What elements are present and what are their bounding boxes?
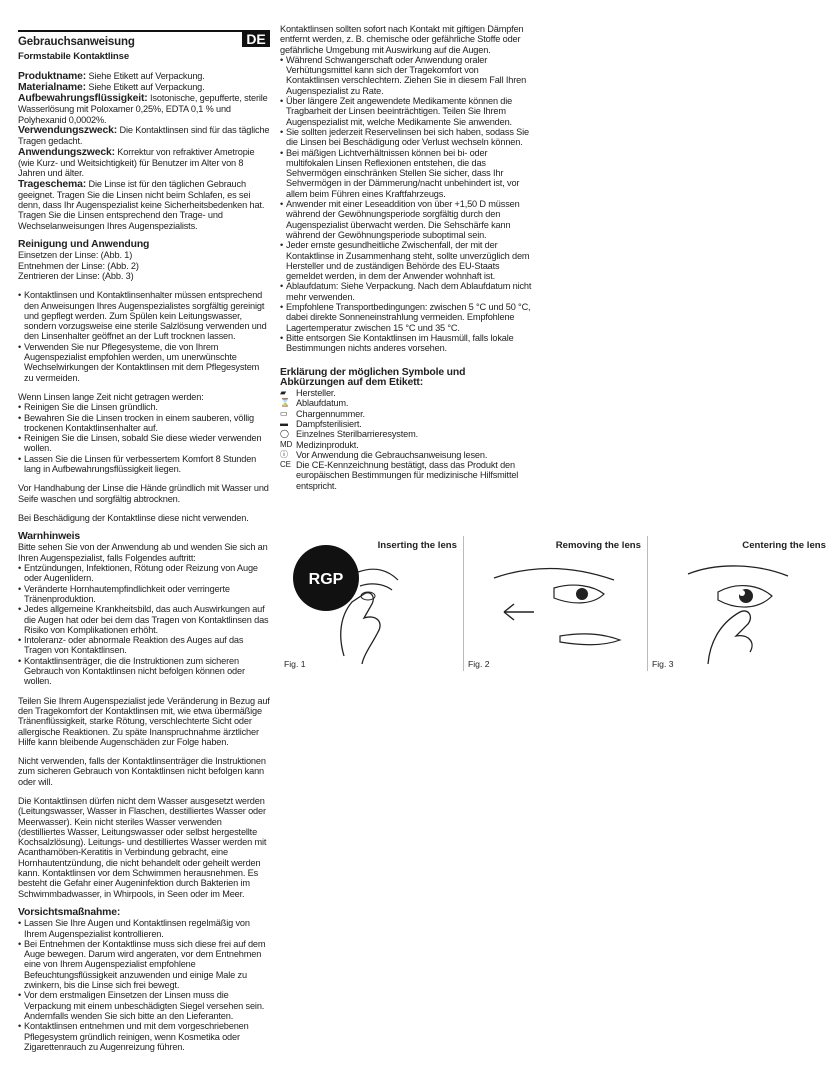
precaution-bullets: Lassen Sie Ihre Augen und Kontaktlinsen … [18,918,270,1052]
field-product-name: Produktname: Siehe Etikett auf Verpackun… [18,70,205,82]
list-item: Verwenden Sie nur Pflegesysteme, die von… [18,342,270,383]
field-application: Anwendungszweck: Korrektur von refraktiv… [18,146,255,179]
damage-paragraph: Bei Beschädigung der Kontaktlinse diese … [18,512,249,523]
rgp-badge: RGP [309,571,344,588]
symbol-lot: ▭Chargennummer. [280,408,365,419]
list-item: Über längere Zeit angewendete Medikament… [280,96,532,127]
figure-2-title: Removing the lens [555,540,641,551]
list-item: Bei Entnehmen der Kontaktlinse muss sich… [18,939,270,990]
figure-1: RGP Inserting the lens Fig. 1 [280,536,464,671]
manufacturer-icon: ▰ [280,388,287,398]
warning-bullets: Entzündungen, Infektionen, Rötung oder R… [18,563,270,687]
symbol-steam-sterilized: ▬Dampfsterilisiert. [280,418,362,429]
field-material-name: Materialname: Siehe Etikett auf Verpacku… [18,81,205,93]
figure-2-caption: Fig. 2 [468,659,490,669]
warning-paragraph-2: Nicht verwenden, falls der Kontaktlinsen… [18,756,266,787]
cleaning-bullets: Kontaktlinsen und Kontaktlinsenhalter mü… [18,290,270,383]
list-item: Reinigen Sie die Linsen gründlich. [18,402,270,412]
ce-mark-icon: CE [280,460,291,470]
list-item: Kontaktlinsen entnehmen und mit dem vorg… [18,1021,270,1052]
list-item: Während Schwangerschaft oder Anwendung o… [280,55,532,96]
warning-intro: Bitte sehen Sie von der Anwendung ab und… [18,542,268,563]
md-icon: MD [280,439,293,449]
right-column: Kontaktlinsen sollten sofort nach Kontak… [280,24,532,491]
cleaning-figure-refs: Einsetzen der Linse: (Abb. 1) Entnehmen … [18,250,139,281]
page-title: Gebrauchsanweisung [18,30,242,48]
list-item: Lassen Sie die Linsen für verbessertem K… [18,454,270,475]
list-item: Jedes allgemeine Krankheitsbild, das auc… [18,604,270,635]
list-item: Vor dem erstmaligen Einsetzen der Linsen… [18,990,270,1021]
section-heading-cleaning: Reinigung und Anwendung [18,239,150,251]
list-item: Bewahren Sie die Linsen trocken in einem… [18,413,270,434]
list-item: Ablaufdatum: Siehe Verpackung. Nach dem … [280,281,532,302]
field-purpose: Verwendungszweck: Die Kontaktlinsen sind… [18,125,270,147]
figure-3-caption: Fig. 3 [652,659,674,669]
figure-3: Centering the lens Fig. 3 [648,536,832,671]
section-heading-symbols: Erklärung der möglichen Symbole und Abkü… [280,366,466,388]
warning-paragraph-3: Die Kontaktlinsen dürfen nicht dem Wasse… [18,796,267,899]
list-item: Bei mäßigen Lichtverhältnissen können be… [280,148,532,199]
figure-1-title: Inserting the lens [377,540,457,551]
left-column: Gebrauchsanweisung DE Formstabile Kontak… [18,30,270,1052]
symbol-expiry: ⌛Ablaufdatum. [280,398,349,409]
list-item: Jeder ernste gesundheitliche Zwischenfal… [280,240,532,281]
inserting-lens-illustration: RGP [293,545,399,665]
symbol-manufacturer: ▰Hersteller. [280,388,336,399]
figure-strip: RGP Inserting the lens Fig. 1 Removing t… [280,536,832,671]
list-item: Lassen Sie Ihre Augen und Kontaktlinsen … [18,918,270,939]
figure-3-title: Centering the lens [742,540,826,551]
circle-icon: ◯ [280,429,289,439]
right-bullets: Während Schwangerschaft oder Anwendung o… [280,55,532,354]
list-item: Bitte entsorgen Sie Kontaktlinsen im Hau… [280,333,532,354]
product-type: Formstabile Kontaktlinse [18,51,130,63]
storage-bullets: Reinigen Sie die Linsen gründlich. Bewah… [18,402,270,474]
handwash-paragraph: Vor Handhabung der Linse die Hände gründ… [18,483,269,504]
language-badge: DE [242,30,270,48]
list-item: Entzündungen, Infektionen, Rötung oder R… [18,563,270,584]
symbol-list: ▰Hersteller. ⌛Ablaufdatum. ▭Chargennumme… [280,388,532,491]
list-item: Kontaktlinsenträger, die die Instruktion… [18,656,270,687]
removing-lens-illustration [493,567,622,646]
figure-2: Removing the lens Fig. 2 [464,536,648,671]
list-item: Reinigen Sie die Linsen, sobald Sie dies… [18,433,270,454]
list-item: Veränderte Hornhautempfindlichkeit oder … [18,584,270,605]
header: Gebrauchsanweisung DE [18,30,270,48]
storage-intro: Wenn Linsen lange Zeit nicht getragen we… [18,391,204,402]
centering-lens-illustration [687,565,789,665]
lot-icon: ▭ [280,408,288,418]
hourglass-icon: ⌛ [280,398,290,408]
toxic-fumes-paragraph: Kontaktlinsen sollten sofort nach Kontak… [280,24,524,55]
sterile-icon: ▬ [280,418,288,428]
figure-1-caption: Fig. 1 [284,659,306,669]
section-heading-warning: Warnhinweis [18,531,81,543]
list-item: Anwender mit einer Leseaddition von über… [280,199,532,240]
list-item: Kontaktlinsen und Kontaktlinsenhalter mü… [18,290,270,341]
list-item: Intoleranz- oder abnormale Reaktion des … [18,635,270,656]
list-item: Sie sollten jederzeit Reservelinsen bei … [280,127,532,148]
warning-paragraph-1: Teilen Sie Ihrem Augenspezialist jede Ve… [18,695,270,747]
field-wear-schedule: Trageschema: Die Linse ist für den tägli… [18,178,265,231]
section-heading-precaution: Vorsichtsmaßnahme: [18,906,121,918]
info-icon: ⓘ [280,449,288,459]
symbol-sterile-barrier: ◯Einzelnes Sterilbarrieresystem. [280,429,418,440]
list-item: Empfohlene Transportbedingungen: zwische… [280,302,532,333]
field-storage-fluid: Aufbewahrungsflüssigkeit: Isotonische, g… [18,93,268,125]
product-fields: Produktname: Siehe Etikett auf Verpackun… [18,71,270,231]
